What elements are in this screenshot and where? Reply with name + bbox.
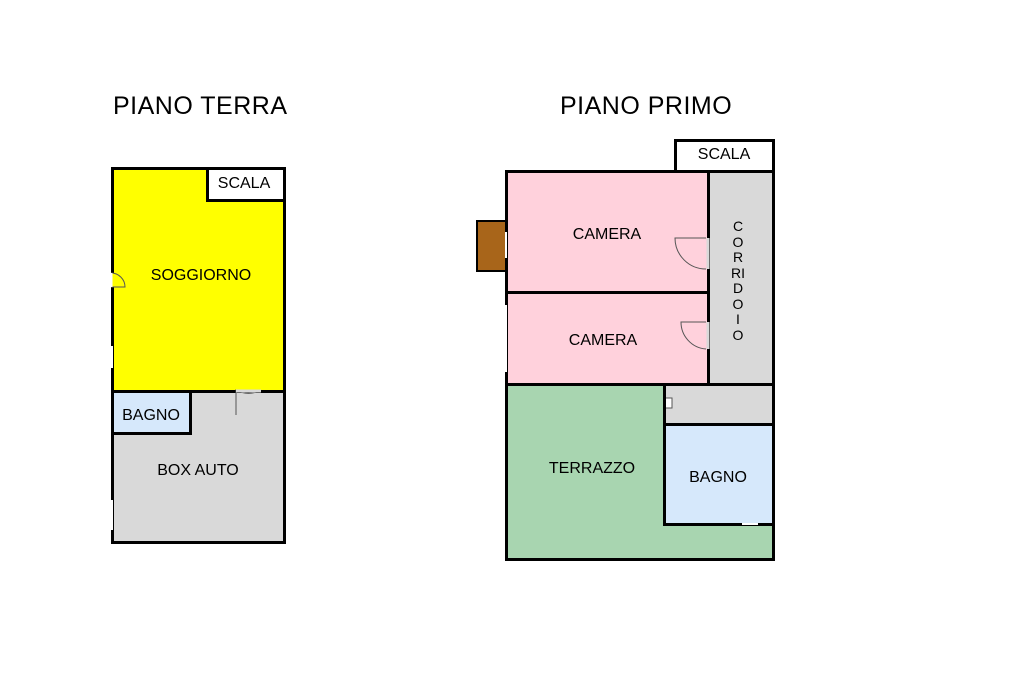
stairs-first-label: SCALA [697, 146, 751, 163]
terrace-label: TERRAZZO [548, 460, 636, 477]
room-bathroom-ground [111, 390, 192, 435]
room-corridor [707, 170, 775, 386]
bedroom-1-label: CAMERA [572, 226, 642, 243]
room-stairs-ground [206, 167, 286, 202]
corridor-label: CORRIDOIO [731, 218, 745, 343]
bathroom-ground-label: BAGNO [122, 407, 180, 424]
ground-floor-title: PIANO TERRA [113, 92, 288, 120]
bathroom-first-label: BAGNO [689, 469, 747, 486]
room-bedroom-1 [505, 170, 711, 294]
garage-label: BOX AUTO [157, 462, 239, 479]
first-floor-title: PIANO PRIMO [560, 92, 733, 120]
bedroom-2-label: CAMERA [568, 332, 638, 349]
stairs-ground-label: SCALA [217, 175, 271, 192]
living-room-label: SOGGIORNO [150, 267, 252, 284]
room-bathroom-first [663, 423, 775, 526]
